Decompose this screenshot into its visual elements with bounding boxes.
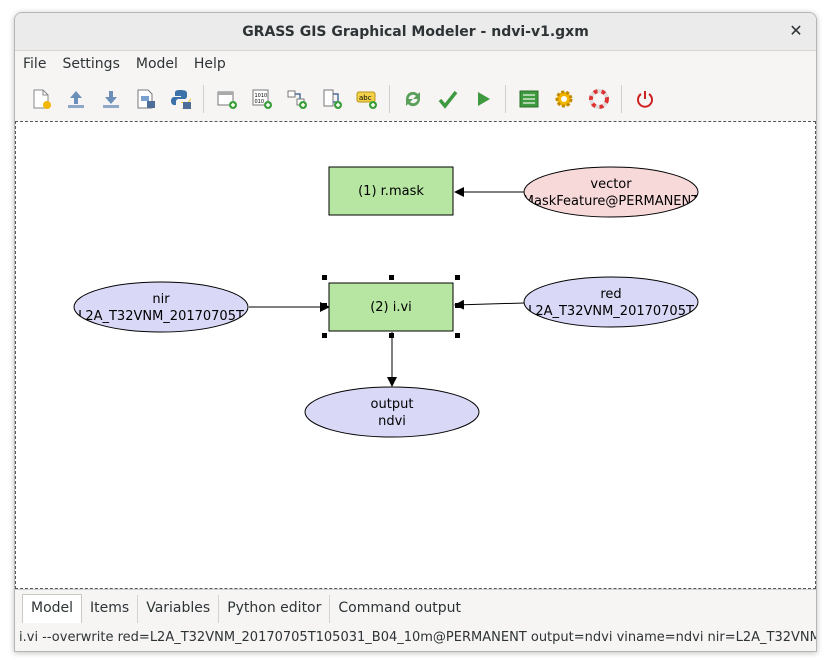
- new-model-icon[interactable]: [23, 83, 58, 115]
- data-nir-name: nir: [152, 292, 170, 307]
- data-vector-name: vector: [590, 177, 632, 192]
- tab-variables[interactable]: Variables: [138, 595, 220, 623]
- toolbar-separator: [505, 85, 506, 113]
- settings-icon[interactable]: [546, 83, 581, 115]
- action-ivi[interactable]: (2) i.vi: [322, 275, 460, 338]
- toolbar-separator: [203, 85, 204, 113]
- svg-text:1010: 1010: [254, 93, 267, 99]
- help-icon[interactable]: [581, 83, 616, 115]
- data-vector[interactable]: vector MaskFeature@PERMANENT: [523, 166, 699, 218]
- action-rmask-label: (1) r.mask: [358, 184, 424, 199]
- open-model-icon[interactable]: [58, 83, 93, 115]
- relation-red-ivi[interactable]: [454, 299, 525, 310]
- validate-icon[interactable]: [430, 83, 465, 115]
- tab-python-editor[interactable]: Python editor: [219, 595, 331, 623]
- add-command-icon[interactable]: [209, 83, 244, 115]
- svg-text:abc: abc: [359, 94, 372, 102]
- notebook-tabs: Model Items Variables Python editor Comm…: [15, 589, 816, 623]
- data-output-value: ndvi: [378, 414, 406, 429]
- data-nir-value: L2A_T32VNM_20170705T: [78, 309, 244, 324]
- selection-handles: [322, 275, 460, 338]
- save-model-icon[interactable]: [93, 83, 128, 115]
- menu-file[interactable]: File: [23, 56, 47, 72]
- title-bar: GRASS GIS Graphical Modeler - ndvi-v1.gx…: [15, 13, 816, 51]
- menu-model[interactable]: Model: [135, 56, 178, 72]
- action-rmask[interactable]: (1) r.mask: [328, 166, 454, 216]
- data-red-value: L2A_T32VNM_20170705T: [528, 304, 694, 319]
- svg-text:010: 010: [254, 99, 264, 105]
- data-red-name: red: [600, 287, 621, 302]
- toolbar-separator: [621, 85, 622, 113]
- model-diagram: (1) r.mask (2) i.vi vector MaskFeature@P…: [73, 166, 699, 438]
- tab-items[interactable]: Items: [82, 595, 139, 623]
- toolbar-separator: [389, 85, 390, 113]
- menu-help[interactable]: Help: [193, 56, 226, 72]
- window-title: GRASS GIS Graphical Modeler - ndvi-v1.gx…: [242, 23, 589, 40]
- redraw-icon[interactable]: [395, 83, 430, 115]
- menu-bar: File Settings Model Help: [15, 51, 816, 77]
- close-icon[interactable]: ✕: [789, 21, 803, 40]
- data-vector-value: MaskFeature@PERMANENT: [523, 194, 699, 209]
- data-output[interactable]: output ndvi: [304, 386, 480, 438]
- action-ivi-label: (2) i.vi: [370, 300, 412, 315]
- modeler-window: GRASS GIS Graphical Modeler - ndvi-v1.gx…: [14, 12, 817, 652]
- status-bar: i.vi --overwrite red=L2A_T32VNM_20170705…: [19, 630, 816, 645]
- tab-model[interactable]: Model: [22, 594, 83, 623]
- run-icon[interactable]: [465, 83, 500, 115]
- tab-command-output[interactable]: Command output: [338, 600, 461, 616]
- add-loop-icon[interactable]: [314, 83, 349, 115]
- add-relation-icon[interactable]: [279, 83, 314, 115]
- data-red[interactable]: red L2A_T32VNM_20170705T: [523, 276, 699, 328]
- model-canvas[interactable]: (1) r.mask (2) i.vi vector MaskFeature@P…: [15, 121, 816, 589]
- data-output-name: output: [371, 397, 414, 412]
- variables-icon[interactable]: [511, 83, 546, 115]
- export-python-icon[interactable]: [163, 83, 198, 115]
- data-nir[interactable]: nir L2A_T32VNM_20170705T: [73, 281, 249, 333]
- export-image-icon[interactable]: [128, 83, 163, 115]
- quit-icon[interactable]: [627, 83, 662, 115]
- menu-settings[interactable]: Settings: [62, 56, 120, 72]
- add-comment-icon[interactable]: abc: [349, 83, 384, 115]
